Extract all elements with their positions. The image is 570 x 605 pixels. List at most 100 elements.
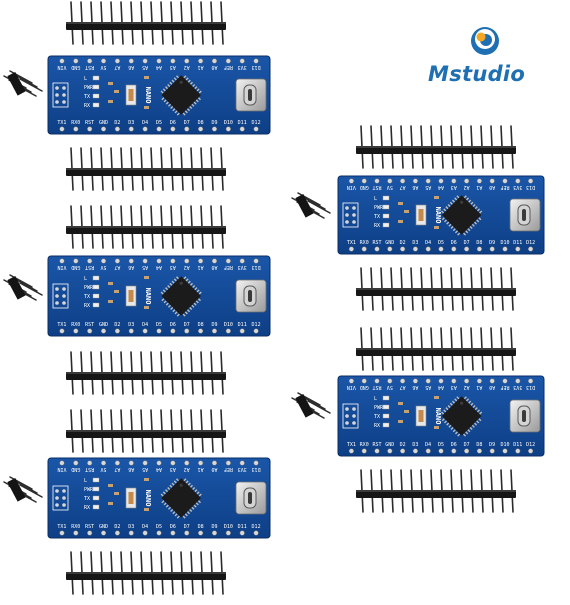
pin-label-bottom: D3 bbox=[128, 322, 134, 328]
pin-label-bottom: D5 bbox=[156, 120, 162, 126]
pin-label-bottom: D6 bbox=[451, 240, 457, 246]
led bbox=[92, 93, 100, 99]
pin-label-top: GND bbox=[360, 184, 369, 190]
pin-label-top: A4 bbox=[156, 466, 162, 472]
led-label: PWR bbox=[84, 487, 94, 493]
pin-label-top: RST bbox=[85, 264, 94, 270]
pin-label-top: A3 bbox=[170, 64, 176, 70]
led-label: TX bbox=[84, 294, 90, 300]
model-label: NANO bbox=[144, 87, 152, 104]
pin-label-top: 3V3 bbox=[238, 466, 247, 472]
pin-label-bottom: D9 bbox=[489, 442, 495, 448]
led-label: L bbox=[84, 478, 87, 484]
led bbox=[382, 213, 390, 219]
pin-label-bottom: D4 bbox=[425, 240, 431, 246]
pin-label-bottom: D2 bbox=[114, 120, 120, 126]
pin-label-bottom: RX0 bbox=[360, 442, 369, 448]
pin-label-bottom: TX1 bbox=[347, 442, 356, 448]
pin-label-top: A7 bbox=[114, 466, 120, 472]
pin-label-bottom: TX1 bbox=[57, 524, 66, 530]
pin-label-top: 5V bbox=[387, 384, 393, 390]
pin-label-top: D13 bbox=[252, 466, 261, 472]
pin-label-bottom: D10 bbox=[224, 120, 233, 126]
pin-label-bottom: D12 bbox=[526, 442, 535, 448]
pin-label-bottom: D3 bbox=[412, 240, 418, 246]
pin-label-bottom: D10 bbox=[224, 524, 233, 530]
pin-label-bottom: D10 bbox=[224, 322, 233, 328]
pin-label-bottom: RST bbox=[372, 442, 381, 448]
led bbox=[92, 284, 100, 290]
pin-label-top: 3V3 bbox=[238, 264, 247, 270]
model-label: NANO bbox=[434, 408, 442, 425]
pin-label-bottom: GND bbox=[385, 240, 394, 246]
led-label: RX bbox=[84, 303, 90, 309]
pin-label-top: RST bbox=[85, 466, 94, 472]
pin-label-top: A5 bbox=[425, 384, 431, 390]
pin-label-bottom: TX1 bbox=[57, 120, 66, 126]
pin-label-top: REF bbox=[224, 466, 233, 472]
pin-label-bottom: D12 bbox=[526, 240, 535, 246]
pin-label-top: A2 bbox=[184, 64, 190, 70]
led-label: RX bbox=[84, 505, 90, 511]
led bbox=[92, 102, 100, 108]
pin-header-strip bbox=[66, 1, 226, 45]
pin-label-top: A6 bbox=[412, 184, 418, 190]
mcu-chip bbox=[441, 195, 483, 236]
pin-label-top: RST bbox=[372, 384, 381, 390]
pin-label-top: A6 bbox=[128, 64, 134, 70]
pin-header-strip bbox=[66, 409, 226, 453]
pin-label-bottom: GND bbox=[385, 442, 394, 448]
model-label: NANO bbox=[144, 490, 152, 507]
led-label: L bbox=[374, 396, 377, 402]
brand-logo: Mstudio bbox=[428, 20, 558, 90]
pin-label-top: REF bbox=[224, 64, 233, 70]
led-label: PWR bbox=[374, 405, 384, 411]
led-label: TX bbox=[84, 496, 90, 502]
pin-label-top: REF bbox=[500, 384, 509, 390]
pin-label-top: 5V bbox=[101, 466, 107, 472]
pin-label-bottom: GND bbox=[99, 524, 108, 530]
icsp-header bbox=[291, 392, 331, 419]
pin-label-bottom: D8 bbox=[198, 524, 204, 530]
eye-swirl-logo-icon bbox=[471, 27, 499, 55]
mcu-chip bbox=[160, 478, 202, 519]
pin-label-top: 5V bbox=[387, 184, 393, 190]
brand-name: Mstudio bbox=[428, 62, 526, 86]
pin-label-top: VIN bbox=[347, 184, 356, 190]
pin-label-bottom: D5 bbox=[156, 322, 162, 328]
led bbox=[92, 302, 100, 308]
pin-label-bottom: TX1 bbox=[57, 322, 66, 328]
pin-label-bottom: D12 bbox=[252, 120, 261, 126]
pin-label-bottom: D9 bbox=[211, 322, 217, 328]
pin-label-top: A3 bbox=[451, 184, 457, 190]
pin-label-top: 3V3 bbox=[513, 184, 522, 190]
pin-label-bottom: D8 bbox=[198, 322, 204, 328]
led bbox=[92, 495, 100, 501]
pin-header-strip bbox=[66, 351, 226, 395]
led-label: L bbox=[84, 76, 87, 82]
pin-label-bottom: D4 bbox=[142, 322, 148, 328]
pin-label-top: VIN bbox=[57, 466, 66, 472]
mcu-chip bbox=[441, 396, 483, 437]
pin-label-top: D13 bbox=[252, 264, 261, 270]
pin-header-strip bbox=[356, 267, 516, 311]
pin-label-top: A3 bbox=[170, 466, 176, 472]
pin-label-bottom: D2 bbox=[400, 442, 406, 448]
pin-label-bottom: RST bbox=[85, 524, 94, 530]
pin-header-strip bbox=[66, 551, 226, 595]
led-label: RX bbox=[374, 423, 380, 429]
pin-label-bottom: D4 bbox=[142, 524, 148, 530]
pin-label-bottom: D3 bbox=[128, 120, 134, 126]
pin-label-top: D13 bbox=[526, 384, 535, 390]
pin-label-top: A0 bbox=[489, 384, 495, 390]
pin-header-strip bbox=[356, 327, 516, 371]
led bbox=[92, 477, 100, 483]
pin-label-bottom: GND bbox=[99, 322, 108, 328]
led-label: PWR bbox=[84, 285, 94, 291]
pin-label-top: GND bbox=[360, 384, 369, 390]
pin-label-bottom: D11 bbox=[513, 240, 522, 246]
led-label: L bbox=[374, 196, 377, 202]
pin-label-bottom: D9 bbox=[211, 524, 217, 530]
pin-label-top: A4 bbox=[156, 264, 162, 270]
led-label: PWR bbox=[84, 85, 94, 91]
